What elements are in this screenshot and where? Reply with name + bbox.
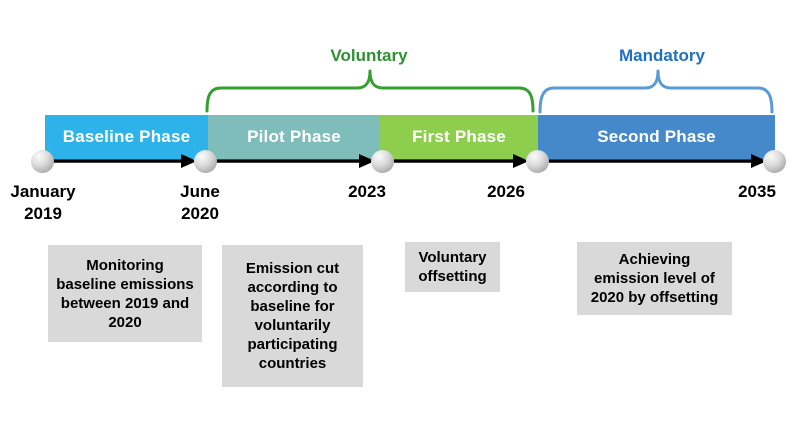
voluntary-brace-icon — [205, 69, 535, 113]
milestone-label-2035: 2035 — [692, 181, 799, 203]
phase-bar-second: Second Phase — [538, 115, 775, 159]
milestone-marker-2023 — [371, 150, 394, 173]
milestone-line2: 2020 — [181, 204, 219, 223]
note-box-emission-cut: Emission cut according to baseline for v… — [222, 245, 363, 387]
milestone-marker-june-2020 — [194, 150, 217, 173]
milestone-line1: 2023 — [348, 182, 386, 201]
phase-bar-pilot: Pilot Phase — [208, 115, 380, 159]
milestone-line1: June — [180, 182, 220, 201]
note-text: Voluntary offsetting — [418, 249, 487, 285]
milestone-label-2023: 2023 — [302, 181, 432, 203]
voluntary-label: Voluntary — [330, 46, 408, 65]
milestone-label-jan-2019: January 2019 — [0, 181, 108, 225]
note-text: Monitoring baseline emissions between 20… — [56, 256, 194, 331]
milestone-line1: 2026 — [487, 182, 525, 201]
milestone-label-2026: 2026 — [441, 181, 571, 203]
mandatory-brace-icon — [538, 69, 774, 114]
note-box-baseline-monitoring: Monitoring baseline emissions between 20… — [48, 245, 202, 342]
phase-label-pilot: Pilot Phase — [247, 127, 341, 146]
phase-bar-first: First Phase — [380, 115, 538, 159]
milestone-marker-2026 — [526, 150, 549, 173]
milestone-line1: 2035 — [738, 182, 776, 201]
phase-label-first: First Phase — [412, 127, 506, 146]
phase-label-baseline: Baseline Phase — [62, 127, 191, 146]
milestone-marker-2035 — [763, 150, 786, 173]
note-text: Emission cut according to baseline for v… — [245, 260, 340, 372]
mandatory-label: Mandatory — [619, 46, 705, 65]
milestone-line2: 2019 — [24, 204, 62, 223]
milestone-line1: January — [10, 182, 76, 201]
milestone-label-june-2020: June 2020 — [135, 181, 265, 225]
note-text: Achieving emission level of 2020 by offs… — [590, 251, 719, 306]
phase-bar-baseline: Baseline Phase — [45, 115, 208, 159]
note-box-achieving-emission-level: Achieving emission level of 2020 by offs… — [577, 242, 732, 315]
note-box-voluntary-offsetting: Voluntary offsetting — [405, 242, 500, 292]
milestone-marker-jan-2019 — [31, 150, 54, 173]
phase-label-second: Second Phase — [597, 127, 716, 146]
